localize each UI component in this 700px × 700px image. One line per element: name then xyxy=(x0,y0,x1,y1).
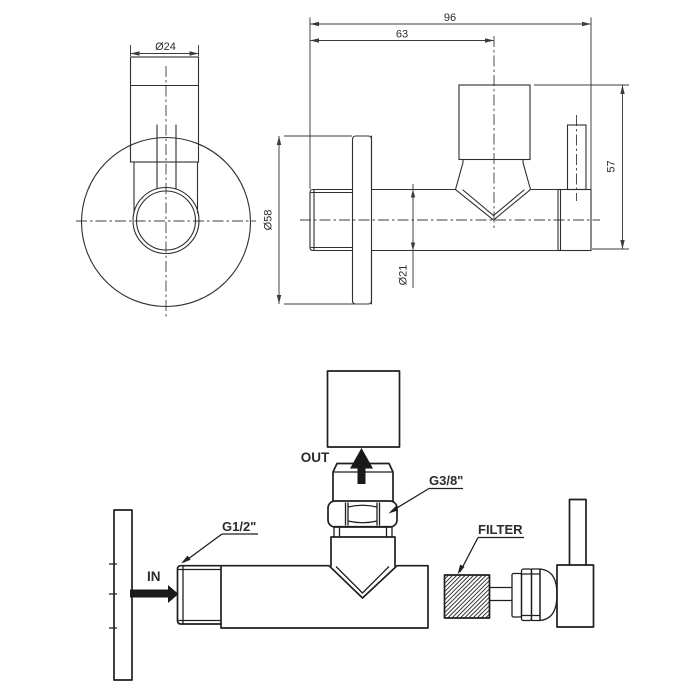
hatch-line xyxy=(444,574,454,584)
outlet-fitting-side xyxy=(458,84,531,161)
handle-front xyxy=(129,56,200,214)
hatch-line xyxy=(444,574,458,588)
valve-body-inner-circle xyxy=(135,190,197,251)
flow-out-label: OUT xyxy=(301,450,330,465)
exploded-view: IN OUT xyxy=(109,370,595,681)
hatch-line xyxy=(464,592,490,619)
hatch-line xyxy=(472,601,490,619)
hatch-line xyxy=(468,596,490,619)
dim-body-diameter: Ø21 xyxy=(398,184,416,288)
inlet-nipple-side xyxy=(309,188,354,252)
side-view: 96 63 Ø58 57 Ø21 xyxy=(263,12,629,305)
hatch-line xyxy=(444,574,483,614)
inlet-thread xyxy=(176,564,222,625)
flow-in-arrow xyxy=(130,585,179,603)
dim-text-outlet-axis-depth: 63 xyxy=(396,29,408,41)
handle-part xyxy=(556,498,595,628)
dim-text-body-diameter: Ø21 xyxy=(398,265,410,286)
hatch-line xyxy=(451,580,490,619)
hatch-line xyxy=(455,584,490,619)
flow-out-arrow xyxy=(350,448,373,484)
inlet-thread-text: G1/2" xyxy=(222,519,256,534)
aerator-assembly xyxy=(489,568,558,622)
hatch-line xyxy=(476,605,490,619)
dim-height: 57 xyxy=(534,84,629,250)
dim-outlet-axis-depth: 63 xyxy=(310,29,494,43)
outlet-thread-label: G3/8" xyxy=(388,473,463,514)
dim-total-depth: 96 xyxy=(309,12,592,189)
outlet-thread-text: G3/8" xyxy=(429,473,463,488)
dim-text-total-depth: 96 xyxy=(444,12,456,24)
filter-part xyxy=(443,574,491,619)
hatch-line xyxy=(444,574,471,601)
compression-nut xyxy=(327,500,398,528)
filter-text: FILTER xyxy=(478,522,523,537)
hatch-line xyxy=(444,574,462,593)
hatch-line xyxy=(444,574,487,618)
valve-body-outer-circle xyxy=(132,186,200,255)
dim-handle-diameter: Ø24 xyxy=(130,41,199,56)
dim-text-rosette-diameter: Ø58 xyxy=(263,210,275,231)
hatch-line xyxy=(444,574,479,609)
valve-body-exploded xyxy=(220,525,429,629)
valve-cone-side xyxy=(454,158,532,221)
hatch-line xyxy=(444,574,466,597)
dim-rosette-diameter: Ø58 xyxy=(263,135,369,305)
dim-text-handle-diameter: Ø24 xyxy=(155,41,176,53)
wall-plate xyxy=(109,509,133,681)
dim-text-height: 57 xyxy=(606,160,618,172)
inlet-thread-label: G1/2" xyxy=(181,519,258,564)
hatch-line xyxy=(447,575,490,619)
flow-in-label: IN xyxy=(147,569,161,584)
front-view: Ø24 xyxy=(76,41,256,318)
hatch-line xyxy=(480,609,490,619)
filter-hatching xyxy=(444,574,490,619)
hatch-line xyxy=(444,574,475,605)
rosette-circle xyxy=(80,136,252,308)
side-view-centerlines xyxy=(300,36,600,228)
handle-side xyxy=(566,124,587,191)
outlet-pipe xyxy=(326,370,401,448)
hatch-line xyxy=(459,588,490,619)
filter-label: FILTER xyxy=(457,522,524,575)
front-view-centerlines xyxy=(76,66,256,318)
